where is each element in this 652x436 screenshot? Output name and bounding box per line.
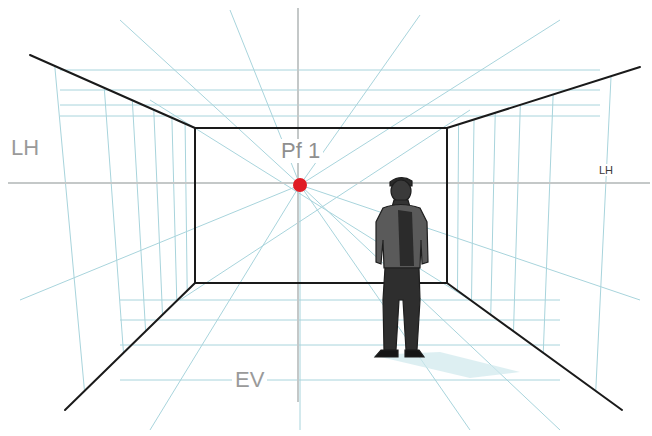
vanishing-point-label: Pf 1	[278, 139, 323, 163]
back-wall	[195, 128, 447, 283]
vanishing-point	[293, 178, 307, 192]
room-edges	[30, 55, 640, 410]
horizon-label: LH	[8, 136, 42, 160]
vertical-eye-line	[297, 8, 299, 402]
horizon-line	[8, 182, 650, 184]
standing-figure	[375, 178, 428, 357]
construction-lines	[20, 10, 640, 430]
eye-vertical-label: EV	[232, 368, 267, 392]
horizon-label: LH	[596, 164, 616, 176]
